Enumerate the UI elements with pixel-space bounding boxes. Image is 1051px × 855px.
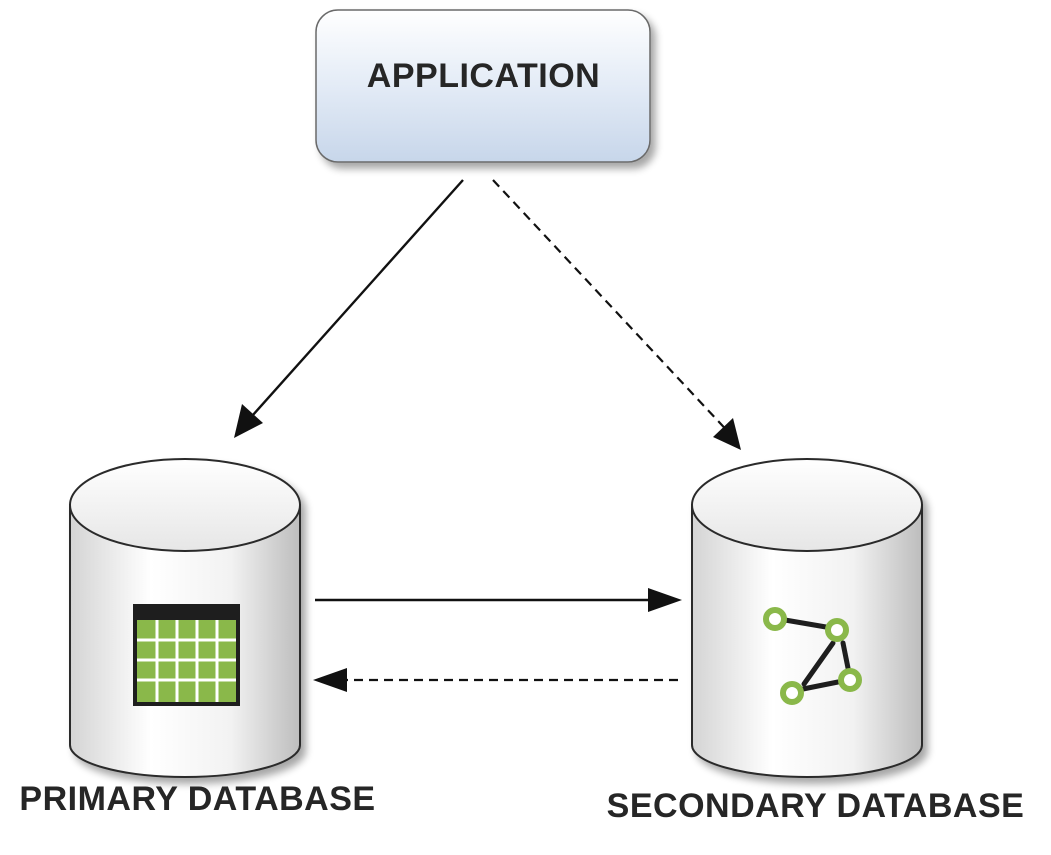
arrow-application-to-secondary [493,180,733,437]
secondary-database-label: SECONDARY DATABASE [580,787,1051,826]
arrowhead-to-secondary [648,588,682,612]
arrowhead-to-primary [313,668,347,692]
table-grid-icon [133,604,240,706]
application-label: APPLICATION [315,0,652,152]
secondary-cylinder-top [692,459,922,551]
secondary-database-node [692,459,922,777]
arrow-application-to-primary [244,180,463,425]
arrowhead-secondary [713,418,741,450]
primary-cylinder-top [70,459,300,551]
primary-database-label: PRIMARY DATABASE [0,780,395,819]
